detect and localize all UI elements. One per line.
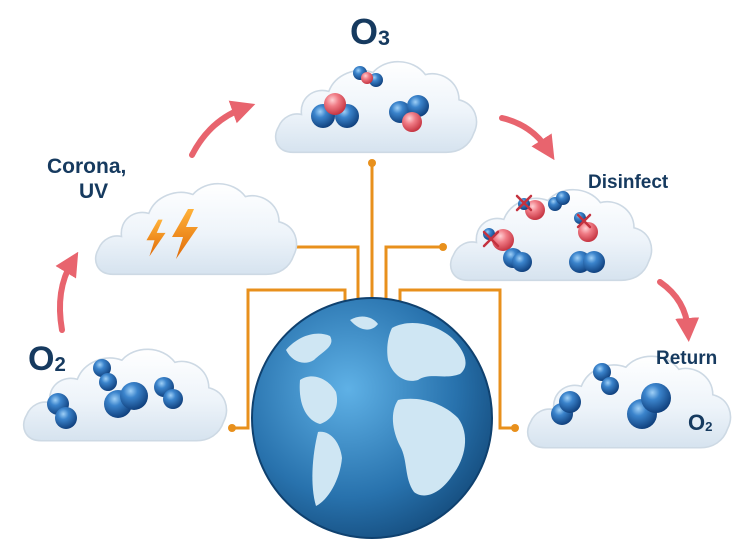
o2-left-sub: 2 xyxy=(54,354,66,377)
o2-right-main: O xyxy=(688,410,706,435)
connector-right-upper xyxy=(384,245,445,302)
connector-left-outer xyxy=(230,288,347,430)
cycle-arrow xyxy=(499,115,555,161)
o2-left-main: O xyxy=(28,340,55,378)
connector-dots xyxy=(228,159,519,432)
globe-icon xyxy=(251,297,493,539)
label-corona-uv: Corona, UV xyxy=(47,154,126,204)
cycle-arrows xyxy=(55,100,700,342)
oxygen-molecules-right xyxy=(551,363,671,429)
connector-lines xyxy=(230,163,517,430)
corona-line1: Corona, xyxy=(47,155,127,178)
corona-line2: UV xyxy=(79,180,109,203)
o3-main: O xyxy=(350,11,379,52)
ozone-molecule xyxy=(353,66,383,87)
label-disinfect: Disinfect xyxy=(588,172,669,193)
cycle-arrow xyxy=(657,279,700,342)
label-o2-left: O2 xyxy=(28,340,66,383)
label-o3: O3 xyxy=(350,12,390,57)
ozone-molecule xyxy=(389,95,429,132)
cycle-arrow xyxy=(55,251,79,333)
oxygen-molecules-left xyxy=(47,359,183,429)
cycle-arrow xyxy=(189,100,256,158)
ozone-molecule xyxy=(311,93,359,128)
label-o2-right: O2 xyxy=(688,410,712,439)
o3-sub: 3 xyxy=(378,25,391,51)
connector-right-outer xyxy=(398,288,517,430)
o2-right-sub: 2 xyxy=(705,418,713,434)
connector-left-upper xyxy=(291,245,360,302)
germ-marks xyxy=(482,194,592,248)
label-return: Return xyxy=(656,348,718,369)
